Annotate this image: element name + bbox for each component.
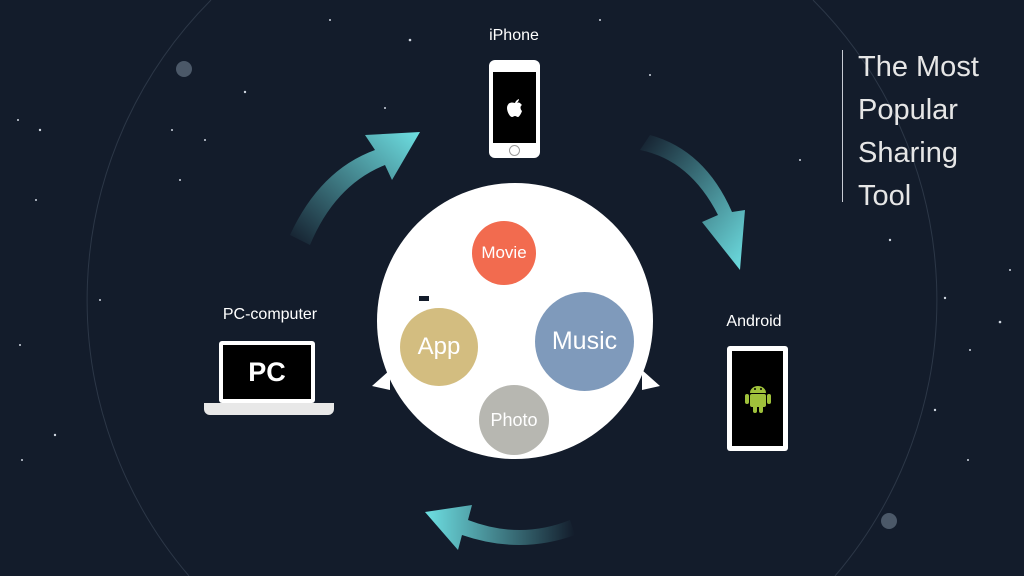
category-movie[interactable]: Movie [472, 221, 536, 285]
iphone-device [489, 60, 540, 158]
android-label: Android [726, 313, 782, 330]
laptop-keyboard-base [204, 403, 334, 415]
headline-line: Tool [858, 180, 912, 212]
category-label: Movie [481, 243, 527, 262]
category-label: Music [551, 327, 618, 355]
arrow-to-android [640, 135, 745, 270]
arrow-to-pc [425, 505, 575, 550]
pc-label: PC-computer [222, 306, 318, 323]
planet-dot [881, 513, 897, 529]
apple-logo-icon [506, 98, 522, 117]
iphone-label: iPhone [489, 27, 539, 44]
planet-dot [176, 61, 192, 77]
headline: The Most Popular Sharing Tool [858, 46, 979, 218]
category-app[interactable]: App [400, 308, 478, 386]
category-label: App [417, 333, 461, 360]
pc-laptop: PC [219, 341, 315, 403]
title-divider [842, 50, 843, 202]
stars [17, 19, 1011, 461]
category-music[interactable]: Music [535, 292, 634, 391]
category-label: Photo [490, 409, 538, 430]
android-device [727, 346, 788, 451]
pc-screen-text: PC [223, 345, 311, 399]
headline-line: Sharing [858, 137, 958, 169]
category-photo[interactable]: Photo [479, 385, 549, 455]
headline-line: The Most [858, 51, 979, 83]
top-hat-icon [419, 296, 429, 301]
orbit-ring [86, 0, 938, 576]
arrow-to-iphone [290, 132, 420, 245]
android-robot-icon [744, 385, 771, 413]
headline-line: Popular [858, 94, 958, 126]
